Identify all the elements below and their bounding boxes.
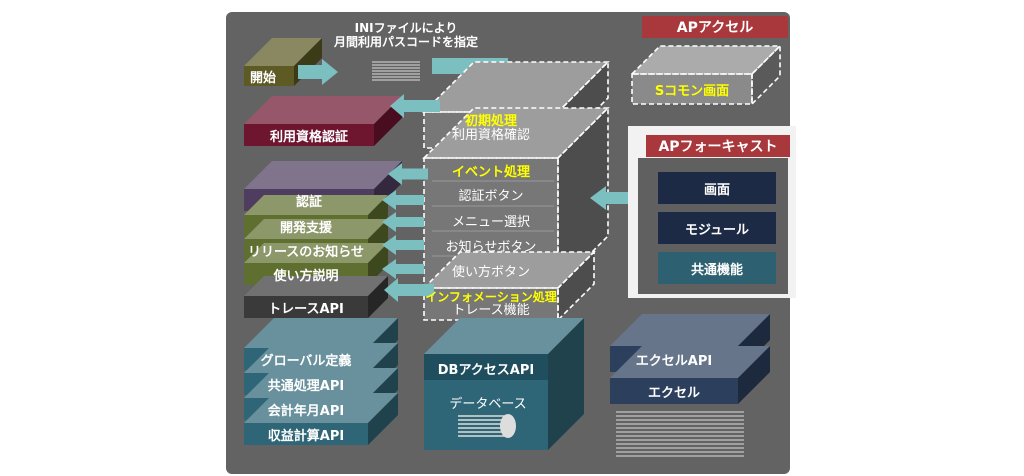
trace-api-label: トレースAPI: [268, 301, 344, 317]
info-process-title: インフォメーション処理: [425, 289, 557, 304]
info-process-sub: トレース機能: [452, 302, 530, 318]
event-item-notice-button: お知らせボタン: [445, 239, 537, 255]
event-to-auth2-arrow: [382, 190, 424, 210]
excel-block-top: [610, 346, 770, 378]
init-to-qual-arrow: [390, 94, 440, 118]
info-process-block-side: [558, 252, 594, 320]
trace-api-block-side: [368, 276, 388, 318]
db-block-top: [424, 318, 584, 354]
forecast-common-function-label: 共通機能: [690, 262, 743, 278]
common-screen-block-side: [752, 46, 780, 104]
db-block-side: [548, 318, 584, 450]
info-process-block-front: [424, 288, 558, 320]
excel-block-front: [610, 378, 738, 404]
info-process-block-top: [424, 252, 594, 288]
common-screen-outline-top: [630, 45, 782, 75]
event-to-auth-arrow: [388, 163, 428, 185]
info-to-trace-arrow: [384, 278, 434, 302]
forecast-screen-label: 画面: [703, 182, 730, 198]
revenue-calc-api-block-top: [244, 393, 398, 423]
auth-label: 認証: [295, 194, 322, 210]
excel-api-label: エクセルAPI: [635, 353, 713, 369]
init-process-sub: 利用資格確認: [451, 127, 530, 143]
revenue-calc-api-label: 収益計算API: [267, 428, 345, 444]
auth-block-top: [244, 161, 402, 189]
excel-block-side: [738, 346, 770, 404]
event-to-release-arrow: [382, 235, 424, 255]
dev-support-label: 開発支援: [279, 220, 332, 236]
release-notice-label: リリースのお知らせ: [247, 244, 365, 260]
init-process-title: 初期処理: [464, 113, 517, 129]
trace-api-block-top: [244, 276, 388, 296]
event-to-usage-arrow: [382, 259, 424, 279]
global-definition-label: グローバル定義: [260, 353, 352, 369]
ap-excel-title: APアクセル: [676, 20, 754, 36]
usage-guide-block-top: [244, 243, 388, 263]
ap-forecast-title-bar: [646, 135, 790, 157]
db-access-api-band: [424, 354, 548, 380]
event-item-auth-button: 認証ボタン: [458, 188, 524, 204]
common-screen-block-top: [632, 46, 780, 74]
start-to-note-arrow: [298, 59, 338, 85]
init-process-block-top: [424, 62, 608, 112]
common-screen-outline-front: [631, 73, 753, 105]
event-process-block-top: [424, 108, 608, 158]
usage-guide-label: 使い方説明: [273, 268, 339, 284]
event-to-dev-arrow: [382, 212, 424, 232]
ap-forecast-title: APフォーキャスト: [658, 139, 778, 155]
trace-api-block-front: [244, 296, 368, 318]
excel-api-block-top: [610, 314, 770, 346]
start-block-label: 開始: [250, 70, 277, 86]
dev-support-block-top: [244, 195, 388, 215]
global-definition-block-top: [244, 318, 398, 348]
event-item-menu-select: メニュー選択: [451, 214, 530, 230]
forecast-module-block: [658, 212, 776, 244]
revenue-calc-api-block-side: [368, 393, 398, 445]
common-process-api-block-top: [244, 343, 398, 373]
event-item-usage-button: 使い方ボタン: [451, 264, 530, 280]
qualification-auth-label: 利用資格認証: [269, 129, 348, 145]
fiscal-month-api-label: 会計年月API: [267, 403, 345, 419]
forecast-screen-block: [658, 172, 776, 204]
fiscal-month-api-block-top: [244, 368, 398, 398]
qualification-block-top: [244, 96, 402, 124]
start-block-front: [244, 66, 294, 86]
release-notice-block-top: [244, 219, 388, 239]
s-common-screen-label: Sコモン画面: [654, 83, 730, 99]
excel-label: エクセル: [647, 385, 700, 401]
init-process-outline-side: [557, 60, 609, 150]
event-process-title: イベント処理: [451, 164, 530, 180]
database-label: データベース: [449, 396, 527, 412]
common-screen-block-front: [632, 74, 752, 104]
forecast-module-label: モジュール: [684, 222, 750, 238]
db-access-api-label: DBアクセスAPI: [437, 362, 535, 378]
database-roll: [500, 414, 516, 438]
start-block-top: [244, 38, 322, 66]
qualification-block-front: [244, 124, 374, 146]
ini-note-line2: 月間利用パスコードを指定: [333, 34, 478, 49]
ap-excel-title-bar: [642, 16, 788, 38]
event-process-block-side: [558, 108, 608, 286]
forecast-common-function-block: [658, 252, 776, 284]
usage-guide-block-side: [368, 243, 388, 285]
common-screen-outline-side: [751, 44, 781, 106]
revenue-calc-api-block-front: [244, 423, 368, 445]
common-process-api-label: 共通処理API: [267, 378, 345, 394]
ini-note-line1: INIファイルにより: [354, 20, 458, 35]
